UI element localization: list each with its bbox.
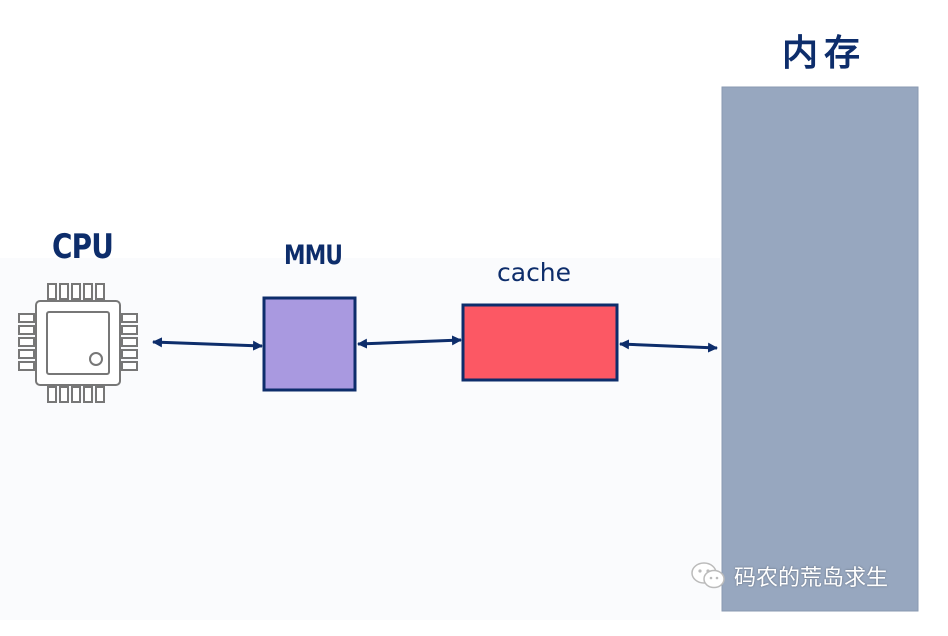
watermark-text: 码农的荒岛求生 (734, 566, 889, 591)
memory-block (721, 86, 919, 612)
cache-box (461, 303, 619, 382)
cpu-label: CPU (52, 227, 114, 267)
arrow-cpu-mmu (152, 337, 263, 351)
wechat-icon (691, 562, 725, 589)
mmu-box (262, 296, 357, 392)
cache-label: cache (497, 258, 572, 287)
watermark: 码农的荒岛求生 (690, 560, 888, 592)
arrow-cache-memory (619, 339, 718, 353)
memory-label: 内存 (782, 32, 867, 74)
cpu-chip-icon (18, 283, 138, 403)
mmu-label: MMU (284, 240, 343, 271)
arrow-mmu-cache (357, 335, 462, 349)
